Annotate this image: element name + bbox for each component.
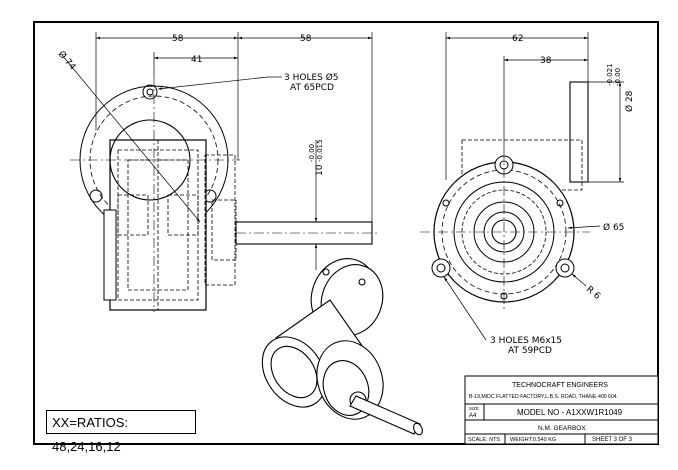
tb-scale: SCALE: NTS (468, 437, 500, 443)
dim-side-width: 62 (512, 34, 523, 44)
tb-part-name: N.M. GEARBOX (538, 425, 586, 432)
hole-top (142, 84, 158, 100)
dim-radius: R 6 (584, 285, 602, 302)
tb-size-value: A4 (469, 413, 477, 419)
front-dimensions (61, 32, 373, 270)
dim-side-diameter: Ø 28 (624, 90, 635, 112)
side-dimensions (443, 32, 624, 341)
tb-address: B-19,MIDC FLATTED FACTORY,L.B.S. ROAD, T… (469, 394, 618, 400)
dim-side-offset: 38 (540, 56, 552, 66)
note-holes-side-1: 3 HOLES M6x15 (490, 336, 562, 346)
dim-side-tol-upper: -0.021 (606, 63, 614, 86)
tb-model: MODEL NO - A1XXW1R1049 (517, 408, 623, 417)
tb-sheet: SHEET 3 OF 3 (592, 437, 633, 443)
dim-side-tol-lower: -0.00 (614, 68, 622, 86)
dim-front-left: 58 (172, 34, 184, 44)
dim-shaft: 10 (315, 164, 325, 176)
dim-front-right: 58 (300, 34, 312, 44)
tb-weight: WEIGHT:0.540 KG (510, 437, 556, 443)
drawing-border (33, 21, 659, 445)
tb-company: TECHNOCRAFT ENGINEERS (512, 382, 608, 389)
side-bracket (569, 81, 589, 183)
front-view (70, 76, 380, 312)
tb-size-label: SIZE (469, 406, 479, 411)
note-holes-front-1: 3 HOLES Ø5 (284, 72, 339, 83)
ratio-note-box: XX=RATIOS: 48,24,16,12 (46, 410, 196, 454)
dim-pcd: Ø 65 (603, 222, 624, 233)
hole-left (89, 189, 103, 203)
side-hole-right (555, 258, 575, 278)
dim-shaft-tol-lower: -0.015 (316, 139, 324, 162)
dim-shaft-tol-upper: -0.00 (308, 144, 316, 162)
isometric-view (261, 258, 423, 436)
dim-front-diameter: Ø 74 (56, 49, 78, 73)
side-hole-left (431, 258, 451, 278)
side-view (420, 81, 590, 310)
title-block (464, 375, 659, 445)
note-holes-side-2: AT 59PCD (508, 346, 552, 356)
note-holes-front-2: AT 65PCD (290, 83, 334, 93)
dim-front-offset: 41 (191, 55, 202, 65)
